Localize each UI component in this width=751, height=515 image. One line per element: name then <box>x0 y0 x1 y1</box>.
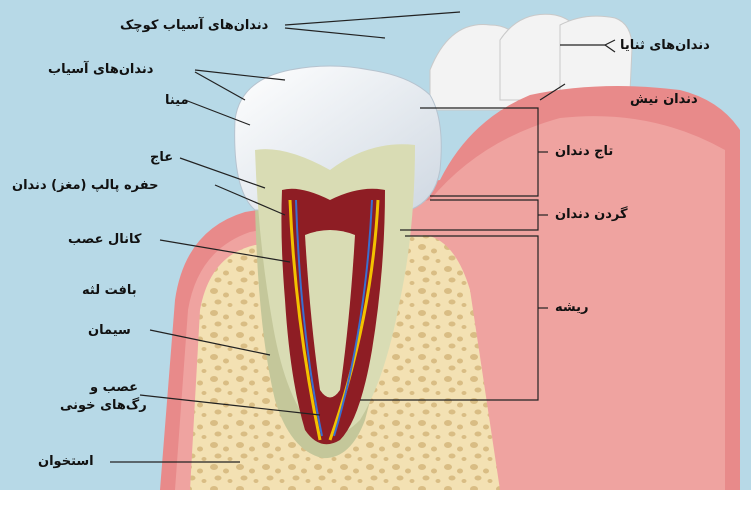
label-nerves-vessels-1: عصب و <box>90 380 138 396</box>
label-pulp-cavity: حفره پالپ (مغز) دندان <box>12 178 158 194</box>
label-nerves-vessels-2: رگ‌های خونی <box>60 398 147 414</box>
label-dentin: عاج <box>150 150 173 166</box>
label-neck: گردن دندان <box>555 207 628 223</box>
label-premolars: دندان‌های آسیاب کوچک <box>120 18 268 34</box>
label-cementum: سیمان <box>88 323 131 339</box>
label-enamel: مینا <box>165 93 189 109</box>
label-root-canal: کانال عصب <box>68 232 141 248</box>
label-incisors: دندان‌های ثنایا <box>620 38 710 54</box>
label-molars: دندان‌های آسیاب <box>48 62 153 78</box>
label-gum-tissue: بافت لثه <box>82 283 137 299</box>
label-crown: تاج دندان <box>555 144 613 160</box>
label-root: ریشه <box>555 300 588 316</box>
label-canine: دندان نیش <box>630 92 698 108</box>
label-bone: استخوان <box>38 454 94 470</box>
